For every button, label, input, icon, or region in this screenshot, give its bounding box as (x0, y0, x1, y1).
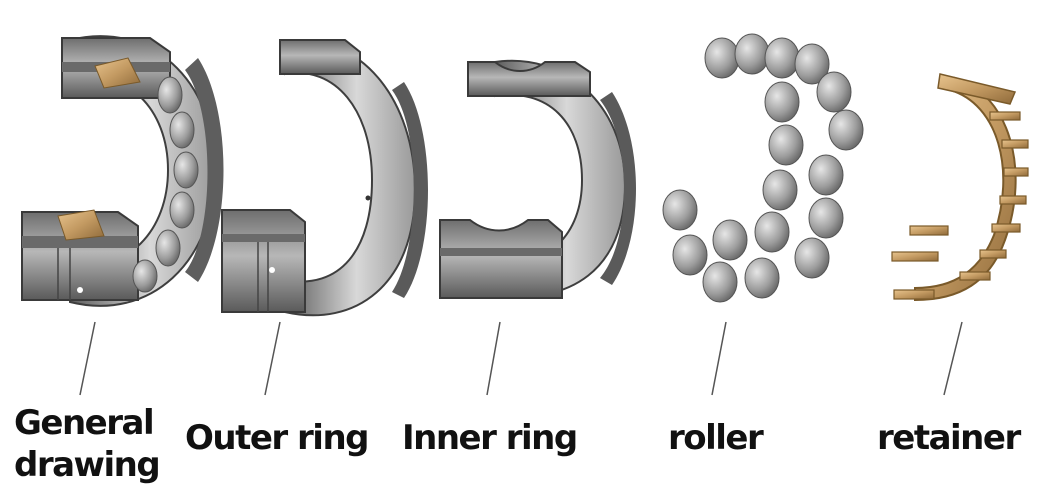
inner-ring-illustration (439, 59, 636, 299)
label-retainer: retainer (877, 418, 1021, 458)
leader-lines (79, 321, 963, 396)
label-general-drawing: General drawing (14, 402, 161, 486)
label-inner-ring: Inner ring (402, 418, 578, 458)
leader-line-retainer (943, 321, 963, 396)
label-roller: roller (668, 418, 764, 458)
leader-line-inner (486, 321, 501, 396)
retainer-illustration (891, 73, 1029, 302)
roller-illustration (662, 33, 864, 303)
label-general-line1: General (14, 403, 155, 443)
label-outer-ring: Outer ring (185, 418, 370, 458)
general-drawing-illustration (21, 35, 224, 307)
leader-line-general (79, 321, 96, 396)
leader-line-outer (264, 321, 281, 396)
leader-line-roller (711, 321, 727, 396)
label-general-line2: drawing (14, 445, 161, 485)
outer-ring-illustration (221, 39, 428, 317)
